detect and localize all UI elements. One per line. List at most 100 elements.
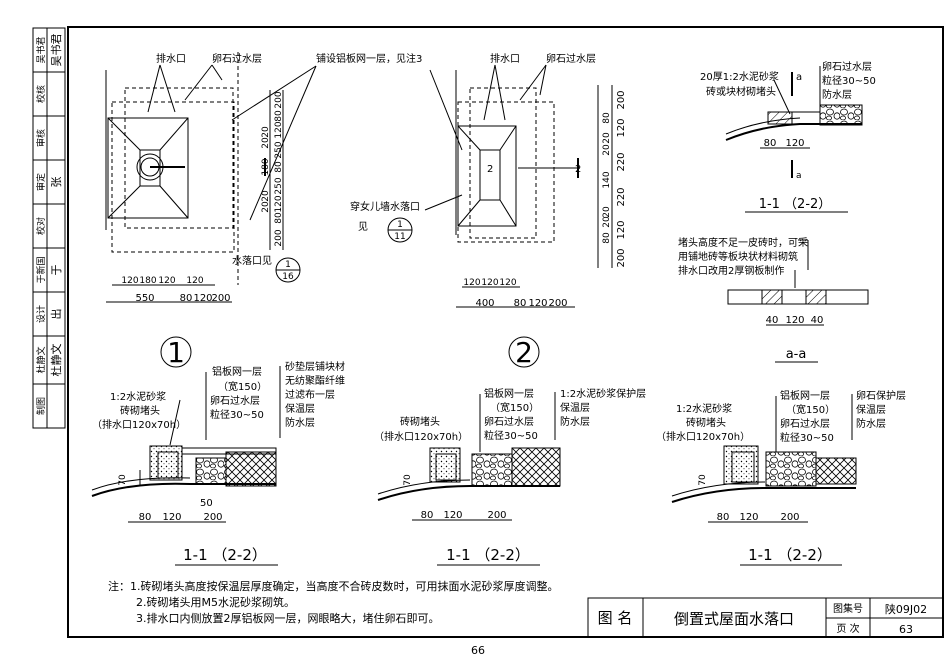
dim-text: 50 bbox=[200, 498, 213, 509]
dim-text: 200 bbox=[548, 298, 567, 309]
dim-text: 20 bbox=[602, 132, 612, 144]
dim-text: 550 bbox=[135, 293, 154, 304]
dim-text: 120 bbox=[528, 298, 547, 309]
dim-text: 120 bbox=[463, 278, 480, 288]
atlas-number: 陕09J02 bbox=[885, 602, 927, 616]
title-block: 图 名 倒置式屋面水落口 图集号 陕09J02 页 次 63 bbox=[587, 597, 944, 638]
page-number: 63 bbox=[899, 623, 913, 636]
sidebar-label: 设计 bbox=[35, 305, 47, 323]
label-gravel-layer: 卵石过水层 bbox=[212, 52, 262, 65]
sidebar-label: 审定 bbox=[35, 173, 47, 191]
sidebar-label: 吴书君 bbox=[36, 36, 47, 63]
label: 卵石过水层 bbox=[822, 60, 872, 73]
sidebar-signature: 于 bbox=[50, 265, 63, 276]
dim-text: 80 bbox=[514, 298, 527, 309]
label: 20厚1:2水泥砂浆 bbox=[700, 70, 779, 83]
label: 1:2水泥砂浆 bbox=[110, 390, 166, 403]
dim-text: 220 bbox=[616, 152, 627, 171]
dim-text: 80 bbox=[421, 510, 434, 521]
plan-view-1: 排水口 卵石过水层 铺设铝板网一层，见注3 水落口见 1 16 200 80 1… bbox=[105, 52, 422, 369]
dim-text: 120 bbox=[616, 220, 627, 239]
label: （排水口120x70h） bbox=[92, 418, 186, 431]
plan-number: 1 bbox=[167, 336, 185, 369]
label: 1:2水泥砂浆保护层 bbox=[560, 387, 646, 400]
label: 1:2水泥砂浆 bbox=[676, 402, 732, 415]
label: 铝板网一层 bbox=[484, 387, 534, 400]
label: 砖砌堵头 bbox=[400, 415, 440, 428]
dim-text: 250 bbox=[274, 141, 284, 158]
label: 砖或块材砌堵头 bbox=[706, 85, 776, 98]
dim-text: 80 bbox=[274, 212, 284, 224]
label-drain-outlet: 排水口 bbox=[490, 52, 520, 65]
dim-text: 20 bbox=[602, 206, 612, 218]
sidebar-label: 制图 bbox=[35, 397, 47, 415]
sidebar-signature: 出 bbox=[49, 309, 63, 320]
plan-view-2: 2 2 排水口 卵石过水层 穿女儿墙水落口 见 1 11 200 120 220… bbox=[350, 52, 627, 369]
label: 卵石过水层 bbox=[484, 415, 534, 428]
sheet-frame bbox=[67, 26, 944, 638]
label: 无纺聚酯纤维 bbox=[285, 374, 345, 387]
label: 粒径30~50 bbox=[822, 74, 876, 87]
label: 保温层 bbox=[285, 402, 315, 415]
label: （排水口120x70h） bbox=[656, 430, 750, 443]
dim-text: 200 bbox=[616, 248, 627, 267]
plan-number: 2 bbox=[515, 336, 533, 369]
label: 卵石过水层 bbox=[210, 394, 260, 407]
dim-text: 70 bbox=[118, 474, 128, 486]
sidebar-label: 校对 bbox=[35, 217, 47, 235]
dim-text: 20 bbox=[261, 201, 271, 213]
dim-text: 120 bbox=[193, 293, 212, 304]
dim-text: 120 bbox=[785, 315, 804, 326]
dim-text: 120 bbox=[616, 118, 627, 137]
dim-text: 120 bbox=[274, 195, 284, 212]
label: 铝板网一层 bbox=[212, 365, 262, 378]
dim-text: 400 bbox=[475, 298, 494, 309]
label: 砖砌堵头 bbox=[120, 404, 160, 417]
atlas-label: 图集号 bbox=[833, 602, 863, 615]
label-drain-outlet: 排水口 bbox=[156, 52, 186, 65]
dim-text: 40 bbox=[766, 315, 779, 326]
dim-text: 120 bbox=[443, 510, 462, 521]
detail-top-right: 20厚1:2水泥砂浆 砖或块材砌堵头 a 卵石过水层 粒径30~50 防水层 8… bbox=[700, 60, 876, 213]
dim-text: 200 bbox=[616, 90, 627, 109]
label: 粒径30~50 bbox=[210, 408, 264, 421]
section-right: 1:2水泥砂浆 砖砌堵头 （排水口120x70h） 铝板网一层 （宽150） 卵… bbox=[656, 389, 906, 566]
label: 卵石保护层 bbox=[856, 389, 906, 402]
dim-text: 20 bbox=[261, 126, 271, 138]
label-outlet-ref: 水落口见 bbox=[232, 255, 272, 267]
page-label: 页 次 bbox=[836, 622, 859, 635]
dim-text: 80 bbox=[717, 512, 730, 523]
sidebar-signature: 杜静文 bbox=[49, 344, 63, 377]
dim-text: 120 bbox=[481, 278, 498, 288]
dim-text: 80 bbox=[139, 512, 152, 523]
sheet-page-number: 66 bbox=[471, 644, 485, 657]
label: （宽150） bbox=[490, 401, 539, 414]
notes: 注：1.砖砌堵头高度按保温层厚度确定，当高度不合砖皮数时，可用抹面水泥砂浆厚度调… bbox=[108, 579, 559, 625]
approval-sidebar: 吴书君 吴书君 校核 审核 审定 张 校对 于新国 于 设计 出 杜静文 杜静文… bbox=[32, 27, 66, 429]
label: （排水口120x70h） bbox=[374, 430, 468, 443]
dim-text: 120 bbox=[162, 512, 181, 523]
ref-number-top: 1 bbox=[397, 220, 403, 230]
note-2: 2.砖砌堵头用M5水泥砂浆砌筑。 bbox=[136, 595, 295, 609]
label: 保温层 bbox=[856, 403, 886, 416]
sidebar-signature: 张 bbox=[50, 177, 63, 188]
drawing-title: 倒置式屋面水落口 bbox=[674, 610, 794, 628]
note-line: 用铺地砖等板块状材料砌筑 bbox=[678, 250, 798, 263]
label: （宽150） bbox=[218, 380, 267, 393]
sidebar-signature: 吴书君 bbox=[50, 34, 63, 67]
label-parapet-outlet: 穿女儿墙水落口 bbox=[350, 200, 420, 213]
dim-text: 20 bbox=[602, 216, 612, 228]
note-line: 堵头高度不足一皮砖时，可采 bbox=[678, 236, 808, 249]
dim-text: 80 bbox=[602, 232, 612, 244]
label: 过滤布一层 bbox=[285, 388, 335, 401]
dim-text: 200 bbox=[487, 510, 506, 521]
section-left: 1:2水泥砂浆 砖砌堵头 （排水口120x70h） 铝板网一层 （宽150） 卵… bbox=[91, 360, 345, 566]
dim-text: 200 bbox=[274, 91, 284, 108]
dim-text: 250 bbox=[274, 177, 284, 194]
label: 防水层 bbox=[822, 88, 852, 101]
dim-text: 200 bbox=[780, 512, 799, 523]
section-caption: a-a bbox=[786, 347, 807, 362]
dim-text: 70 bbox=[403, 474, 413, 486]
dim-text: 120 bbox=[121, 276, 138, 286]
